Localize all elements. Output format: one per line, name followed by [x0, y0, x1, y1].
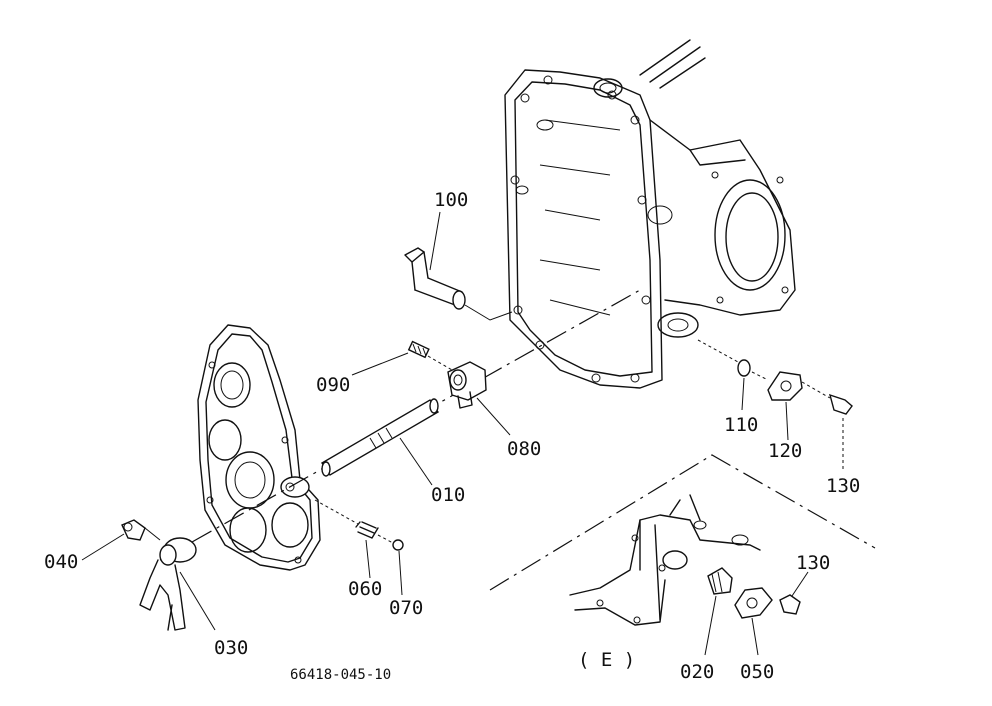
- label-130-detail: 130: [796, 552, 830, 574]
- label-010: 010: [431, 484, 465, 506]
- label-120: 120: [768, 440, 802, 462]
- part-030-fork: [139, 537, 216, 631]
- part-070-ball: [377, 534, 404, 596]
- gear-case: [197, 324, 321, 571]
- label-040: 040: [44, 551, 78, 573]
- part-labels: 100 090 080 010 110 120 130 040 030 060 …: [44, 189, 860, 683]
- part-090-spring-pin: [351, 340, 453, 376]
- part-120-plate: [751, 371, 803, 441]
- label-090: 090: [316, 374, 350, 396]
- part-110-o-ring: [697, 339, 751, 411]
- label-080: 080: [507, 438, 541, 460]
- detail-view-label: ( E ): [578, 649, 635, 671]
- label-030: 030: [214, 637, 248, 659]
- part-040-bolt: [81, 519, 161, 561]
- part-100-pin: [404, 211, 513, 321]
- label-020: 020: [680, 661, 714, 683]
- label-060: 060: [348, 578, 382, 600]
- transmission-housing: [504, 39, 796, 389]
- drawing-code: 66418-045-10: [290, 667, 391, 683]
- label-130-upper: 130: [826, 475, 860, 497]
- part-060-spring: [314, 499, 379, 579]
- label-100: 100: [434, 189, 468, 211]
- label-050: 050: [740, 661, 774, 683]
- part-010-shift-rod: [321, 398, 439, 486]
- label-070: 070: [389, 597, 423, 619]
- part-130-bolt-upper: [801, 381, 853, 470]
- label-110: 110: [724, 414, 758, 436]
- part-080-block: [447, 361, 511, 436]
- detail-view-e: [489, 454, 876, 656]
